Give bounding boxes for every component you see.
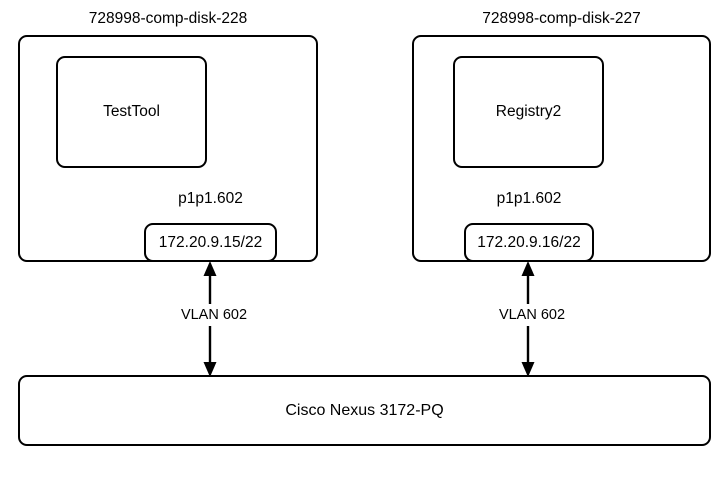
- app-label-registry2: Registry2: [495, 103, 562, 120]
- app-box-registry2[interactable]: [453, 56, 604, 168]
- switch-box[interactable]: [18, 375, 711, 446]
- ip-box-right[interactable]: [464, 223, 594, 262]
- app-box-testtool[interactable]: [56, 56, 207, 168]
- app-label-testtool: TestTool: [103, 103, 160, 120]
- host-title-right: 728998-comp-disk-227: [482, 10, 641, 27]
- ip-label-left: 172.20.9.15/22: [158, 233, 263, 251]
- vlan-label-left: VLAN 602: [160, 304, 268, 326]
- ip-box-left[interactable]: [144, 223, 277, 262]
- nic-label-left: p1p1.602: [178, 190, 243, 207]
- host-title-left: 728998-comp-disk-228: [88, 10, 248, 27]
- nic-label-right: p1p1.602: [496, 190, 562, 207]
- switch-label: Cisco Nexus 3172-PQ: [285, 401, 444, 419]
- vlan-label-right: VLAN 602: [478, 304, 586, 326]
- ip-label-right: 172.20.9.16/22: [477, 233, 581, 251]
